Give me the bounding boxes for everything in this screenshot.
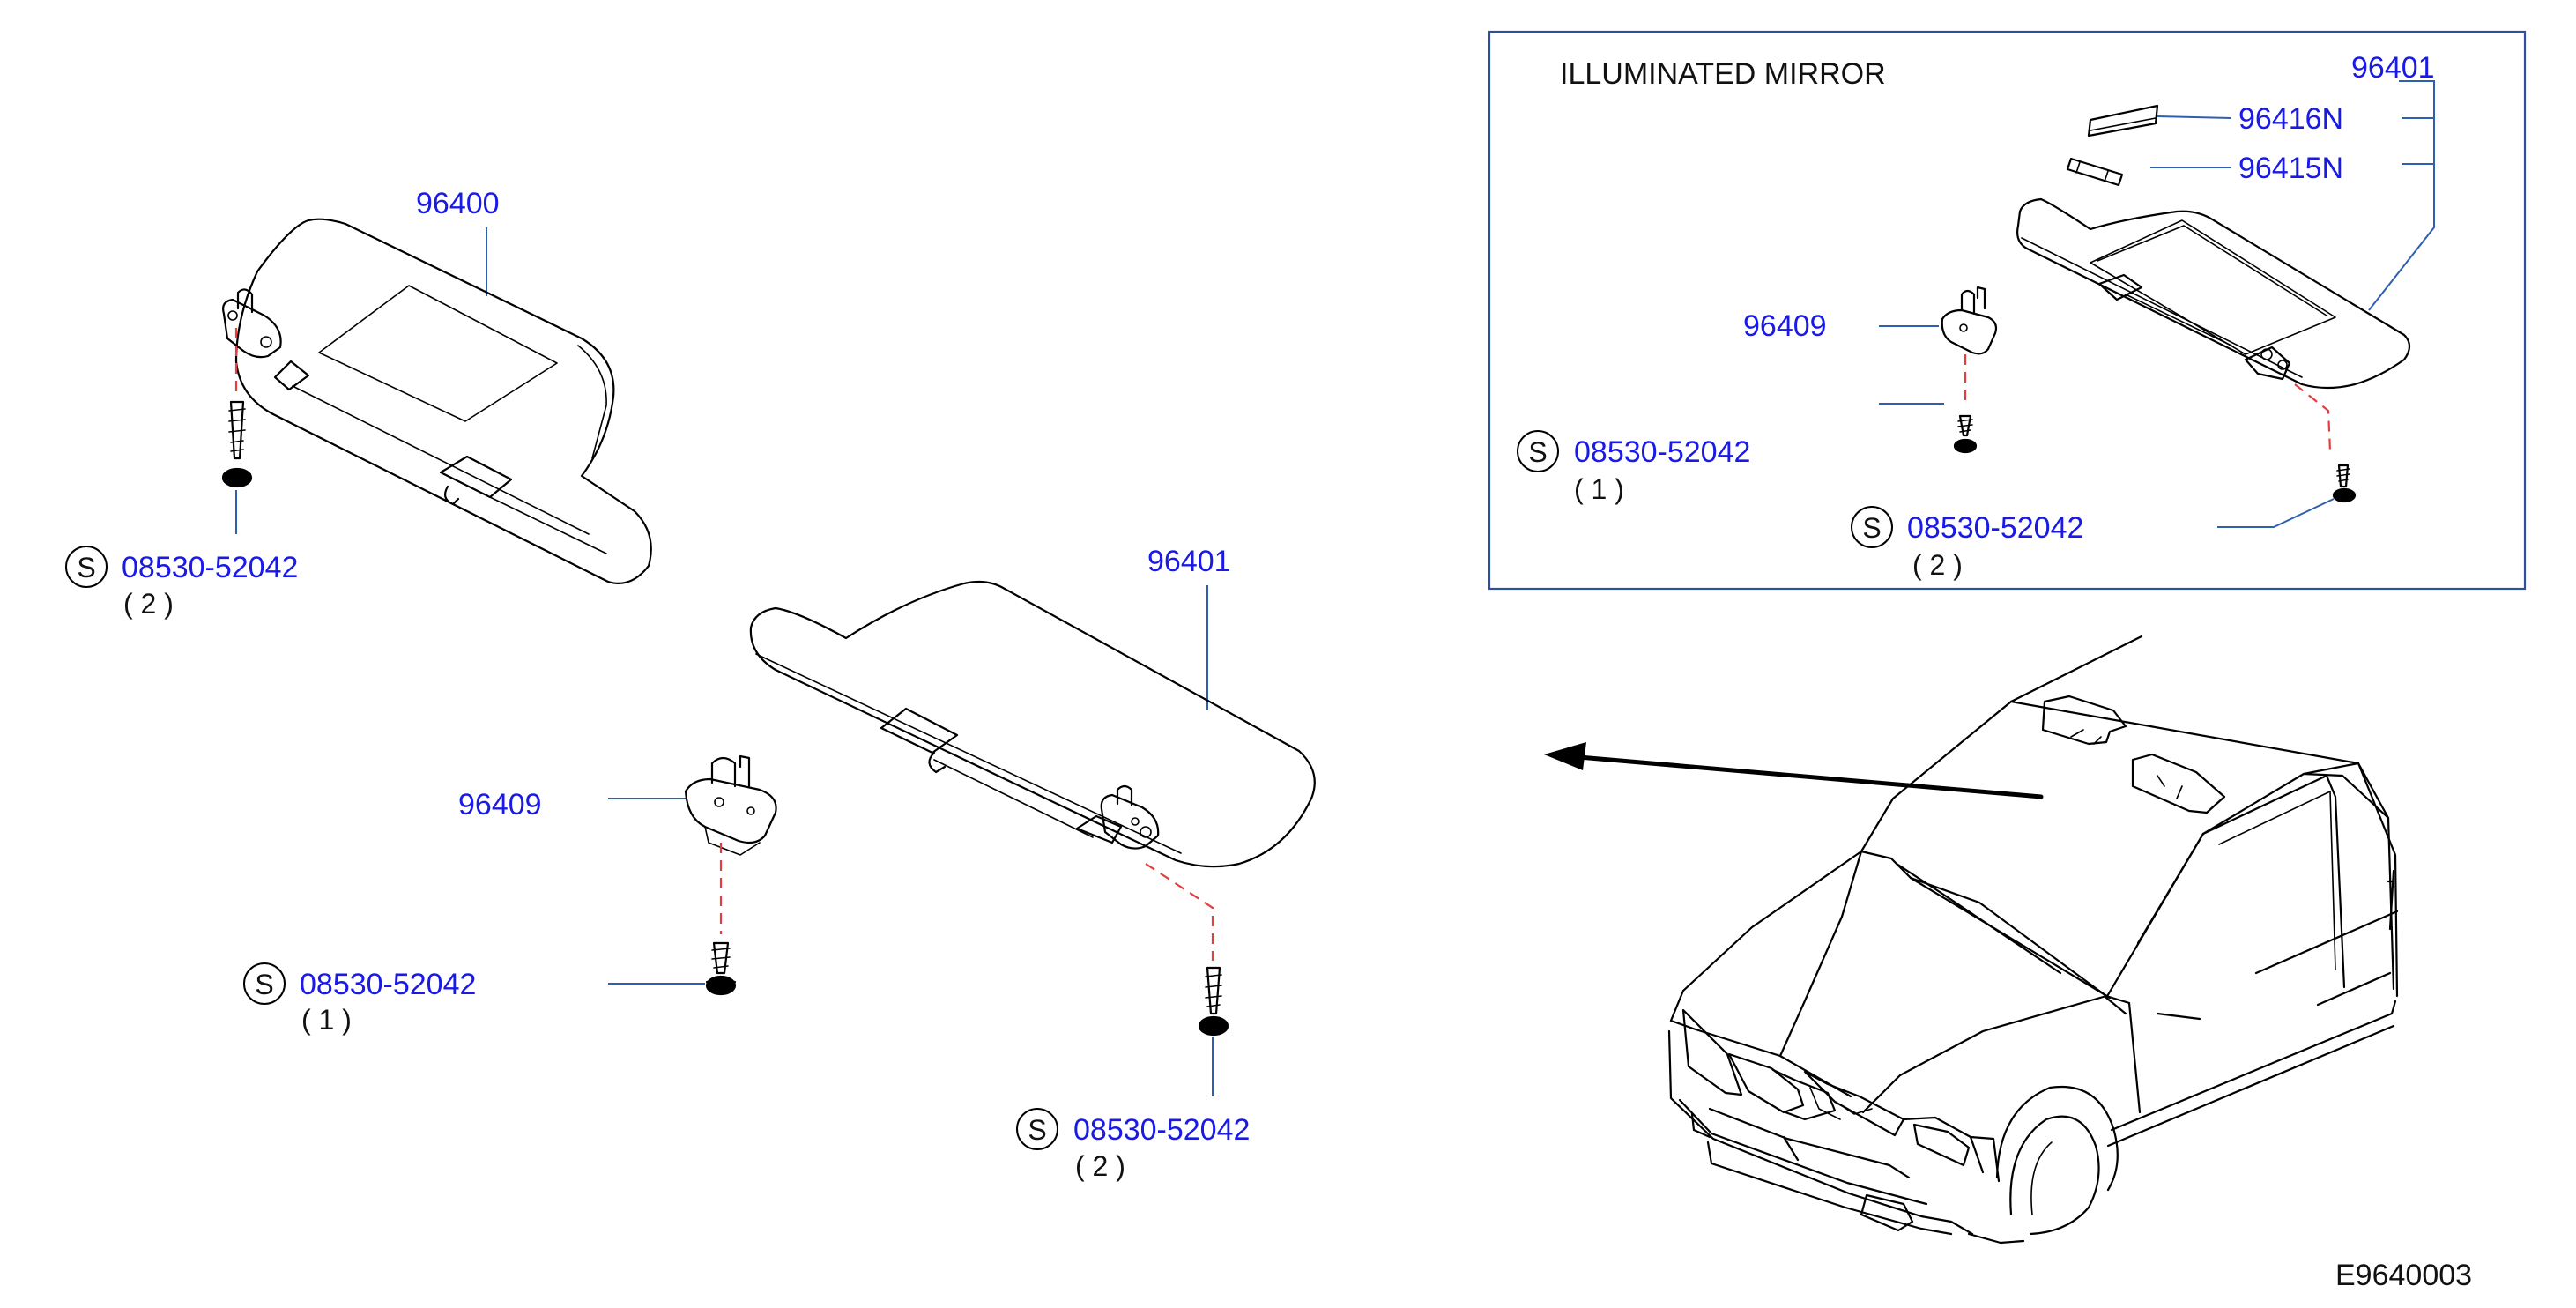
right-holder-part-number[interactable]: 96409 [458,788,542,821]
arrow-head-icon [1544,742,1586,770]
right-visor-screw-part-number[interactable]: 08530-52042 [1073,1113,1250,1147]
inset-lamp-cover-part-number[interactable]: 96416N [2238,102,2343,136]
inset-bulb-part-number[interactable]: 96415N [2238,152,2343,185]
bulb-part [2066,157,2124,187]
diagram-code: E9640003 [2335,1259,2472,1292]
right-holder-screw-symbol: S [255,969,273,1000]
right-holder-screw-callout[interactable]: S 08530-52042 ( 1 ) [243,962,476,1036]
right-visor-part-number[interactable]: 96401 [1147,545,1231,578]
right-holder-screw-quantity: ( 1 ) [301,1004,352,1036]
right-visor-screw-callout[interactable]: S 08530-52042 ( 2 ) [1016,1108,1250,1182]
left-sun-visor-group: 96400 S 08530-52042 [65,187,652,620]
inset-border [1488,30,2527,591]
left-screw-symbol: S [77,552,95,583]
inset-screw-2 [2332,464,2357,503]
inset-leader-bulb [2150,163,2434,168]
left-screw-quantity: ( 2 ) [123,588,174,620]
right-sun-visor-group: 96401 S 08530-52042 ( 2 ) [243,545,1316,1182]
inset-screw1-part-number[interactable]: 08530-52042 [1574,435,1750,469]
inset-holder-part-number[interactable]: 96409 [1743,309,1827,343]
left-screw-part-number[interactable]: 08530-52042 [122,551,298,584]
inset-screw2-callout[interactable]: S 08530-52042 ( 2 ) [1851,506,2083,581]
location-arrow [1566,754,2044,799]
lamp-cover-part [2087,104,2159,137]
inset-screw1-symbol: S [1528,436,1547,468]
inset-leader-screw2 [2217,498,2335,528]
left-visor-screw [221,400,253,488]
inset-screw2-quantity: ( 2 ) [1912,549,1963,581]
right-visor-screw [1198,966,1229,1037]
right-sun-visor [749,580,1316,868]
inset-title: ILLUMINATED MIRROR [1560,57,1886,91]
inset-visor-holder [1941,286,1998,355]
inset-leader-lamp-cover [2157,115,2434,119]
right-holder-screw [705,941,737,996]
right-visor-screw-quantity: ( 2 ) [1075,1150,1125,1182]
inset-screw2-part-number[interactable]: 08530-52042 [1907,511,2083,545]
inset-sun-visor [2016,197,2411,390]
inset-screw1-quantity: ( 1 ) [1574,473,1624,505]
right-holder-screw-part-number[interactable]: 08530-52042 [300,968,476,1001]
right-visor-guide [1145,863,1214,961]
inset-leader-bracket [2368,80,2435,311]
inset-screw-1 [1953,414,1978,454]
left-sun-visor [222,218,652,584]
inset-illuminated-mirror: ILLUMINATED MIRROR 96401 96416N 96415N 9… [1488,30,2527,591]
inset-guide-visor-screw [2294,383,2332,452]
inset-visor-part-number[interactable]: 96401 [2351,51,2435,85]
inset-screw2-symbol: S [1862,512,1881,544]
left-visor-screw-callout[interactable]: S 08530-52042 ( 2 ) [65,546,298,620]
right-visor-holder [684,754,777,856]
car-illustration [1544,635,2399,1245]
right-visor-screw-symbol: S [1028,1114,1046,1146]
left-visor-part-number[interactable]: 96400 [416,187,500,220]
inset-screw1-callout[interactable]: S 08530-52042 ( 1 ) [1517,430,1750,505]
